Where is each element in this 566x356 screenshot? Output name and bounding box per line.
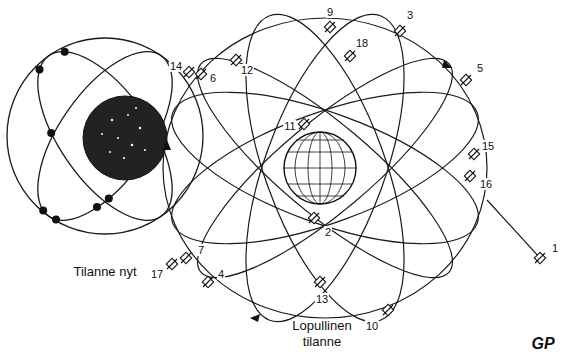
callout-number: 16 <box>479 178 493 190</box>
callout-number: 5 <box>476 62 484 74</box>
callout-number: 2 <box>324 226 332 238</box>
callout-number: 11 <box>283 120 296 132</box>
orbit-arrows <box>163 60 452 322</box>
callout-number: 18 <box>355 37 369 49</box>
earth-dark <box>83 96 167 180</box>
callout-number: 17 <box>150 268 164 280</box>
current-orbits <box>7 30 203 242</box>
caption: Lopullinen tilanne <box>282 318 362 350</box>
satellite-dots <box>36 48 113 224</box>
callout-number: 7 <box>197 244 205 256</box>
label-text: GP <box>531 335 554 353</box>
caption: Tilanne nyt <box>70 264 140 280</box>
callout-number: 9 <box>326 6 334 18</box>
satellite-symbols <box>166 21 545 315</box>
callout-number: 1 <box>551 242 559 254</box>
callout-number: 12 <box>240 64 254 76</box>
final-orbits <box>154 0 540 341</box>
globe <box>284 132 356 204</box>
callout-number: 6 <box>209 72 217 84</box>
callout-number: 3 <box>406 9 414 21</box>
callout-number: 4 <box>217 268 225 280</box>
callout-number: 15 <box>481 140 495 152</box>
callout-number: 13 <box>315 293 329 305</box>
callout-number: 10 <box>365 320 379 332</box>
callout-number: 14 <box>169 60 183 72</box>
